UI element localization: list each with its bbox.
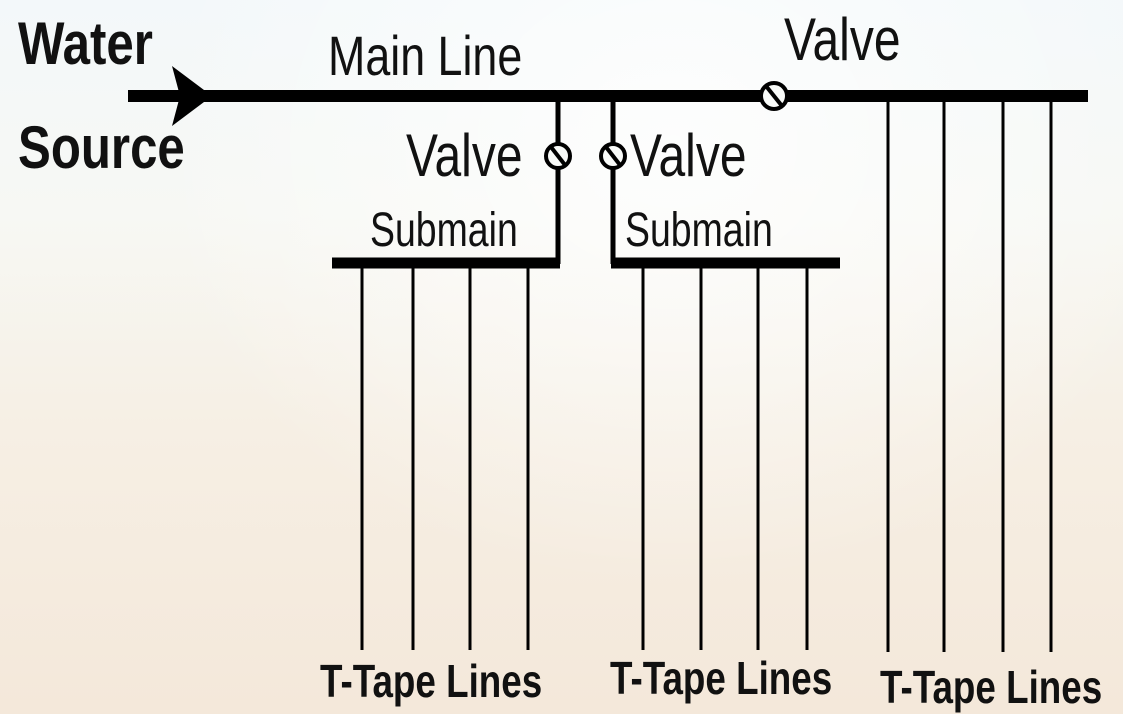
water-label: Water (18, 10, 153, 77)
left-tape-lines (360, 263, 530, 650)
tape-right-label: T-Tape Lines (880, 661, 1103, 713)
valve-main-label: Valve (784, 6, 901, 73)
submain-left-label: Submain (370, 204, 518, 257)
valve-right-icon (599, 142, 627, 170)
valve-left-label: Valve (406, 122, 523, 189)
right-tape-lines (886, 96, 1053, 652)
water-source-arrow (172, 66, 212, 126)
middle-tape-lines (641, 263, 809, 650)
source-label: Source (18, 114, 185, 181)
tape-middle-label: T-Tape Lines (610, 652, 833, 704)
tape-left-label: T-Tape Lines (320, 655, 543, 707)
submain-right-label: Submain (625, 204, 773, 257)
valve-main-icon (759, 81, 789, 111)
valve-left-icon (544, 142, 572, 170)
valve-right-label: Valve (630, 122, 747, 189)
main-line-label: Main Line (328, 24, 523, 87)
